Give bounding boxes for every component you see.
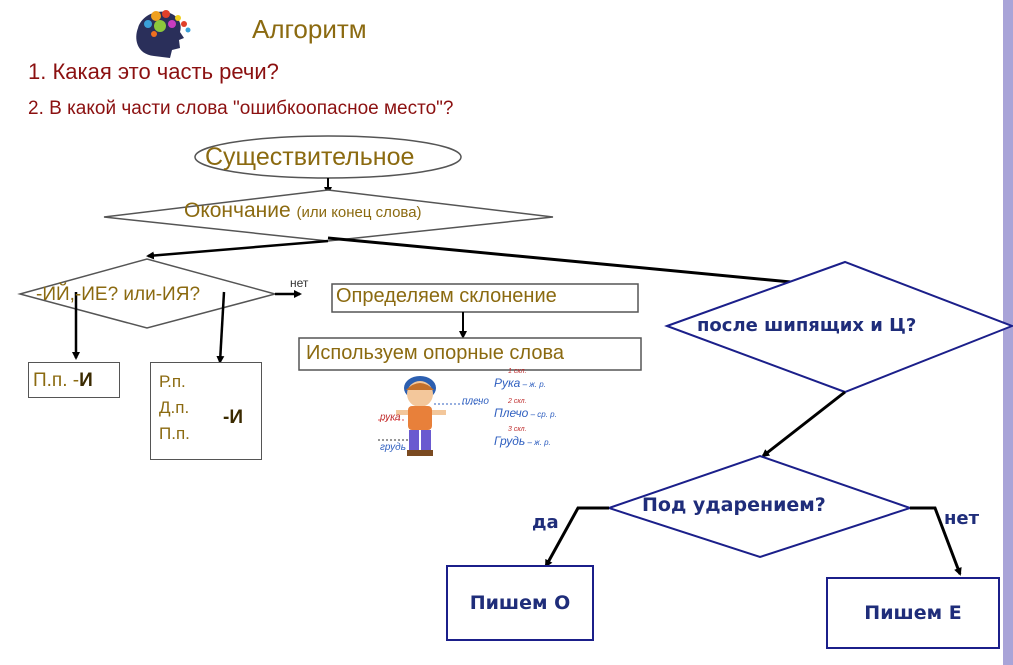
pp-case-label: П.п. - [33,370,80,391]
word3-gender: – ж. р. [525,438,551,447]
page-title: Алгоритм [252,14,367,44]
question-2: 2. В какой части слова "ошибкоопасное ме… [28,98,454,119]
word3-text: Грудь [494,434,526,448]
grud-label: грудь [380,442,406,453]
rdp-case-p: П.п. [159,424,190,443]
word1-gender: – ж. р. [520,380,546,389]
head-gears-logo-icon [136,10,191,58]
ending-text: Окончание [184,199,291,222]
word3-decl: 3 скл. [508,426,527,433]
ending-note: (или конец слова) [296,204,422,221]
word1: Рука – ж. р. [494,376,546,390]
ruka-label: рука [380,412,401,423]
declension-label: Определяем склонение [336,285,557,307]
word2-gender: – ср. р. [528,410,557,419]
word2-decl: 2 скл. [508,398,527,405]
rdp-case-r: Р.п. [159,372,186,391]
reference-words-label: Используем опорные слова [306,342,564,364]
reference-words-box [298,337,642,371]
declension-box [331,283,639,313]
slide-edge-bar [1003,0,1013,665]
boy-illustration: рука плечо грудь 1 скл. Рука – ж. р. 2 с… [378,368,574,462]
stressed-label: Под ударением? [642,494,826,516]
plecho-label: плечо [462,396,489,407]
pp-suffix: И [79,370,93,391]
ending-label: Окончание (или конец слова) [184,199,422,223]
word3: Грудь – ж. р. [494,434,551,448]
write-o-box: Пишем О [446,565,594,641]
yes-label: да [532,512,559,533]
write-e-label: Пишем Е [864,602,962,624]
ending-diamond [103,189,554,242]
rdp-cases-box: Р.п. Д.п. П.п. -И [150,362,262,460]
word2: Плечо – ср. р. [494,406,557,420]
write-e-box: Пишем Е [826,577,1000,649]
pp-case-box: П.п. -И [28,362,120,398]
question-1: 1. Какая это часть речи? [28,59,279,84]
no-label: нет [944,508,980,529]
rdp-case-d: Д.п. [159,398,190,417]
word2-text: Плечо [494,406,529,420]
boy-figure-icon [378,376,482,456]
no-label-small: нет [290,276,309,290]
noun-label: Существительное [205,143,415,171]
after-hissing-diamond [664,260,1013,394]
write-o-label: Пишем О [469,592,571,614]
iy-question-label: -ИЙ,-ИЕ? или-ИЯ? [36,284,201,305]
rdp-suffix: -И [223,407,243,428]
after-hissing-label: после шипящих и Ц? [697,315,917,336]
word1-decl: 1 скл. [508,368,527,375]
word1-text: Рука [494,376,521,390]
